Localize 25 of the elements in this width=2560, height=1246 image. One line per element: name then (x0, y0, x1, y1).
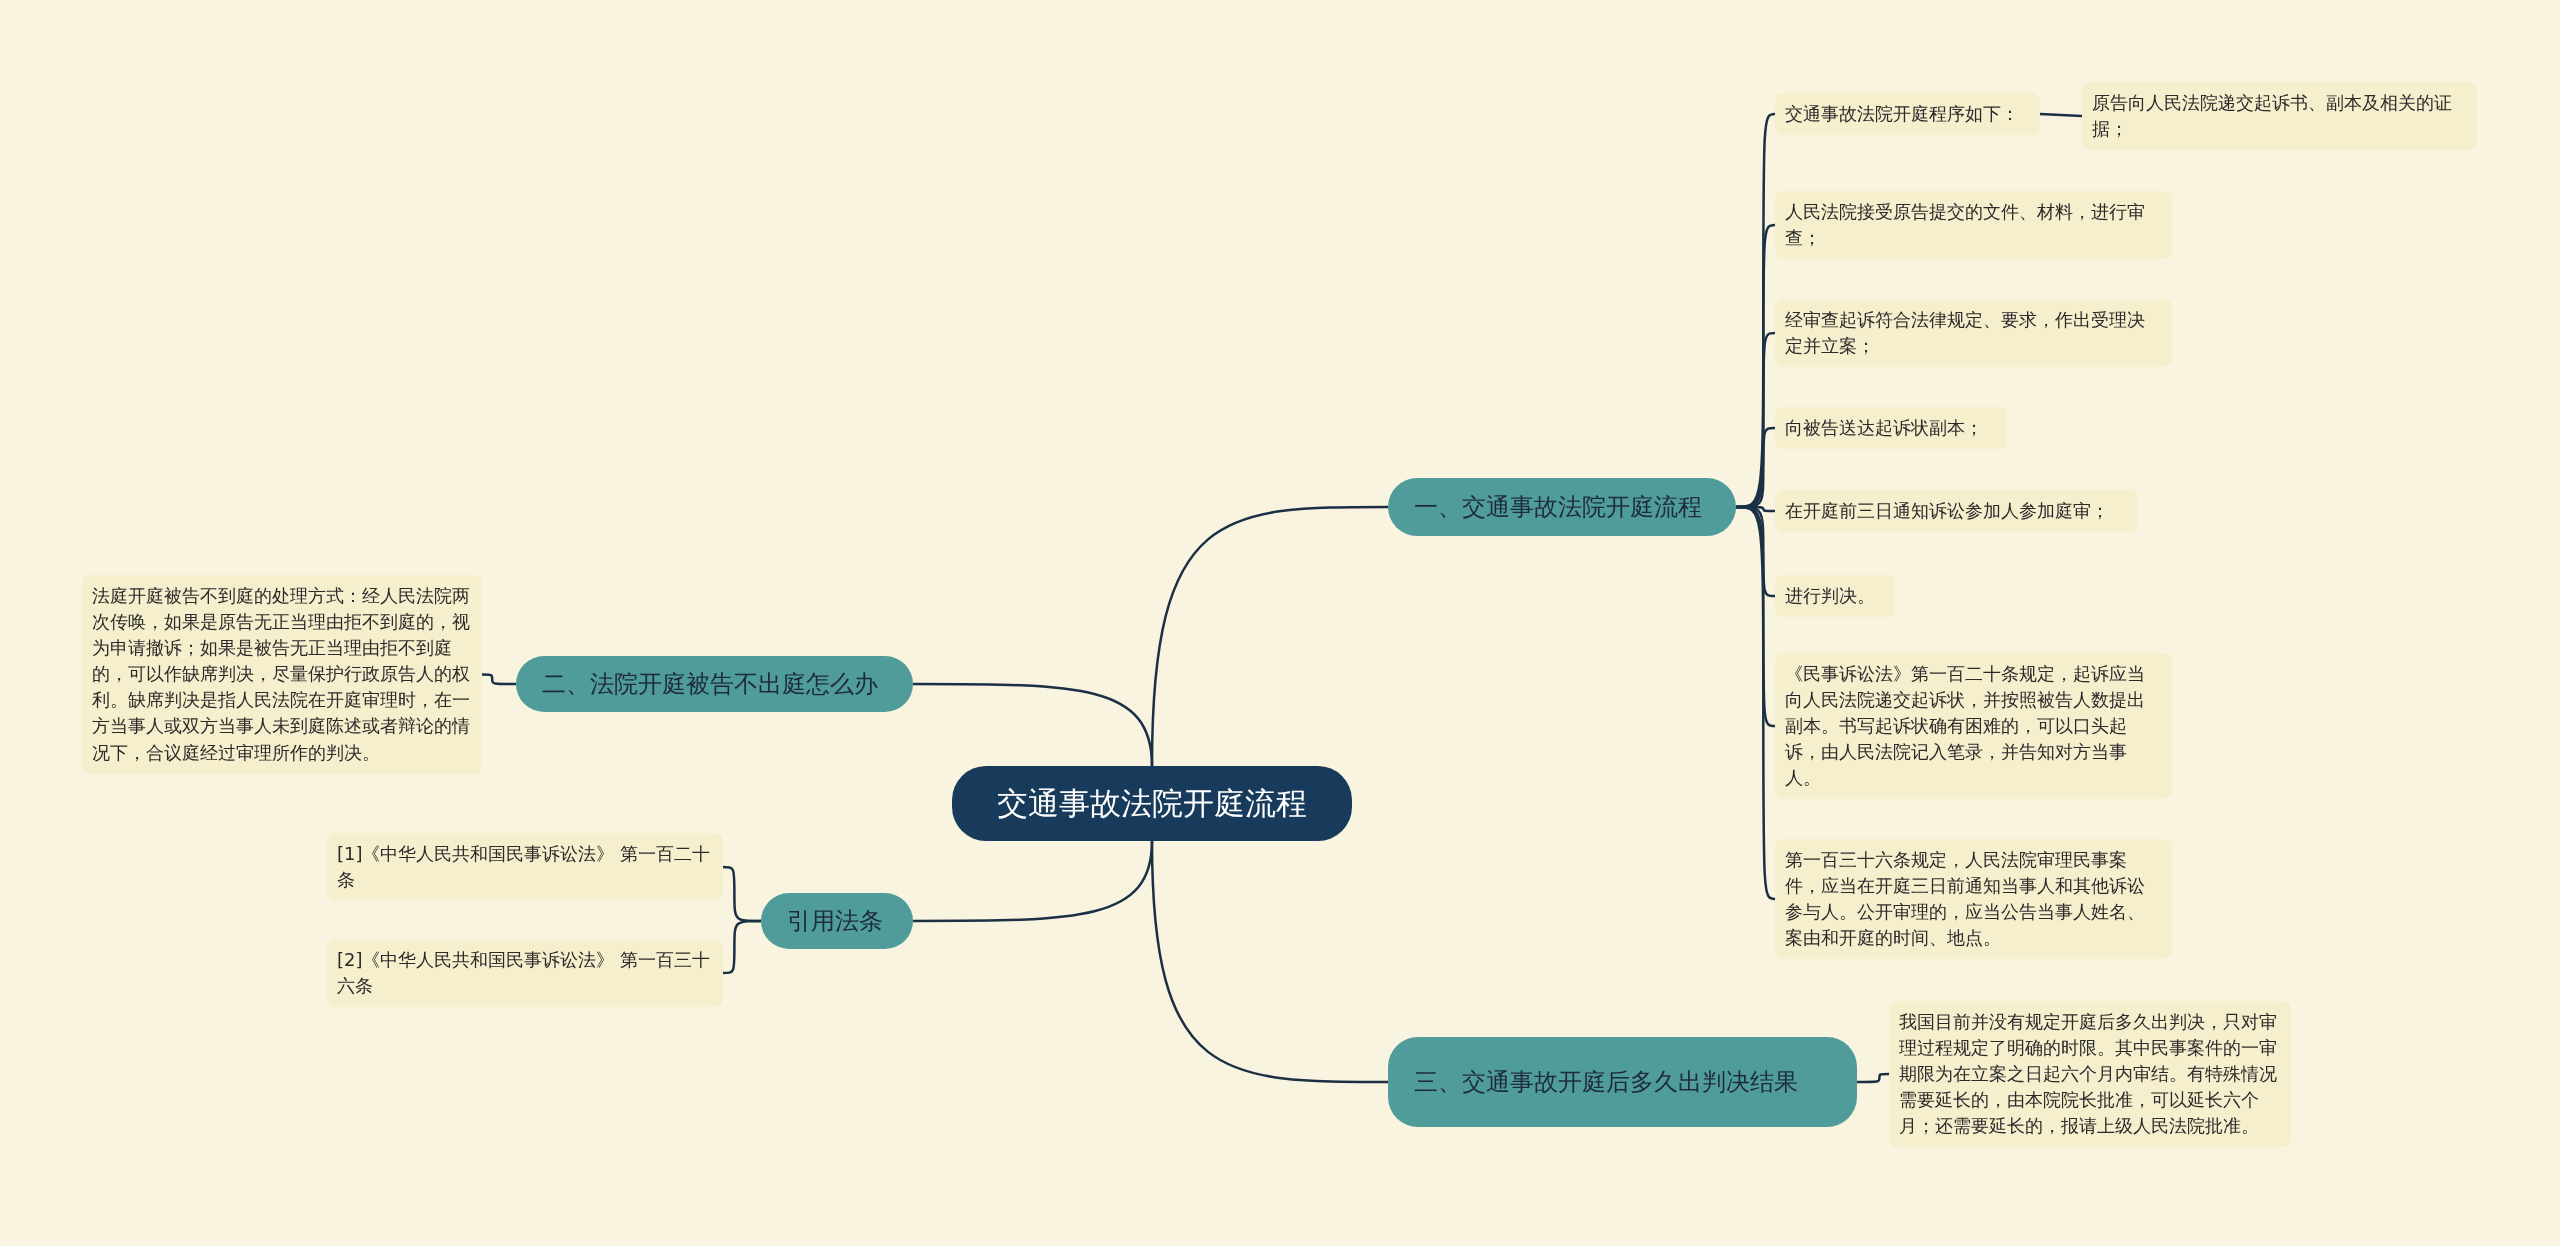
connector-line (482, 673, 516, 686)
connector-line (1857, 1072, 1889, 1084)
connector-line (913, 840, 1154, 923)
note-box: 交通事故法院开庭程序如下： (1775, 93, 2040, 136)
note-box: 法庭开庭被告不到庭的处理方式：经人民法院两次传唤，如果是原告无正当理由拒不到庭的，视为申请撤诉；如果是被告无正当理由拒不到庭的，可以作缺席判决，尽量保护行政原告人的权利。缺席判决是指人民法院在开庭审理时，在一方当事人或双方当事人未到庭陈述或者辩论的情况下，合议庭经过审理所作的判决。 (82, 575, 482, 774)
note-box: [1]《中华人民共和国民事诉讼法》 第一百二十条 (327, 833, 723, 902)
central-topic: 交通事故法院开庭流程 (952, 766, 1352, 841)
connector-line (1735, 505, 1776, 901)
branch-topic: 三、交通事故开庭后多久出判决结果 (1388, 1037, 1857, 1127)
note-box: 第一百三十六条规定，人民法院审理民事案件，应当在开庭三日前通知当事人和其他诉讼参与人。公开审理的，应当公告当事人姓名、案由和开庭的时间、地点。 (1775, 839, 2172, 960)
branch-topic: 一、交通事故法院开庭流程 (1388, 478, 1736, 536)
connector-line (723, 919, 761, 975)
note-box: 经审查起诉符合法律规定、要求，作出受理决定并立案； (1775, 299, 2172, 368)
note-box: 原告向人民法院递交起诉书、副本及相关的证据； (2082, 82, 2477, 151)
note-box: [2]《中华人民共和国民事诉讼法》 第一百三十六条 (327, 939, 723, 1008)
note-box: 《民事诉讼法》第一百二十条规定，起诉应当向人民法院递交起诉状，并按照被告人数提出副本。书写起诉状确有困难的，可以口头起诉，由人民法院记入笔录，并告知对方当事人。 (1775, 653, 2172, 800)
connector-line (2039, 112, 2083, 118)
note-box: 在开庭前三日通知诉讼参加人参加庭审； (1775, 490, 2138, 533)
note-box: 我国目前并没有规定开庭后多久出判决，只对审理过程规定了明确的时限。其中民事案件的一审期限为在立案之日起六个月内审结。有特殊情况需要延长的，由本院院长批准，可以延长六个月；还需要延长的，报请上级人民法院批准。 (1889, 1001, 2291, 1148)
note-box: 向被告送达起诉状副本； (1775, 407, 2007, 450)
note-box: 进行判决。 (1775, 575, 1895, 618)
connector-line (913, 682, 1154, 767)
note-box: 人民法院接受原告提交的文件、材料，进行审查； (1775, 191, 2172, 260)
branch-topic: 引用法条 (761, 893, 913, 949)
branch-topic: 二、法院开庭被告不出庭怎么办 (516, 656, 913, 712)
